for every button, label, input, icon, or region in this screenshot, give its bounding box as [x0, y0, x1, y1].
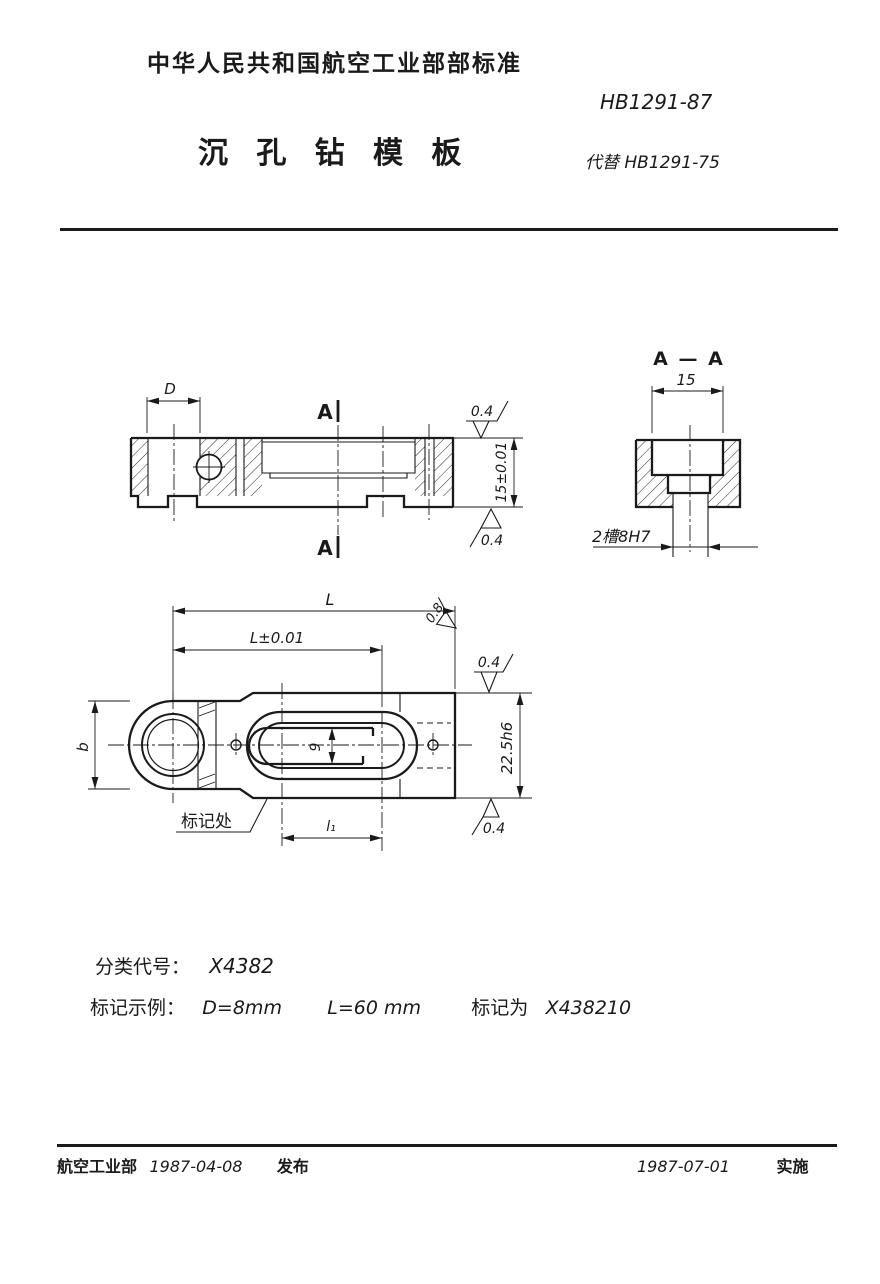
header-standard-title: 中华人民共和国航空工业部部标准 [147, 50, 522, 76]
dim-slot-width: 9 [308, 728, 336, 764]
roughness-end-value: 0.8 [423, 601, 447, 627]
footer-implement-date: 1987-07-01 [637, 1157, 730, 1176]
document-title: 沉 孔 钻 模 板 [198, 137, 472, 170]
roughness-mark-front-bottom: 0.4 [469, 507, 503, 549]
footer-issuer: 航空工业部 [57, 1159, 138, 1176]
section-marker-bottom: A [317, 536, 340, 560]
dim-D-label: D [164, 380, 176, 398]
dim-L-label: L [326, 590, 335, 609]
dim-aa-15: 15 [651, 371, 724, 433]
section-A-top-label: A [317, 400, 333, 424]
section-marker-top: A [317, 400, 340, 424]
footer-issue-action: 发布 [276, 1159, 309, 1176]
dim-b: b [74, 700, 130, 790]
dim-thickness-label: 15±0.01 [494, 442, 510, 503]
slot-inner-obround [258, 722, 405, 769]
slot-outer-obround [245, 710, 419, 781]
supersedes-note: 代替 HB1291-75 [585, 153, 720, 173]
dim-aa-15-label: 15 [676, 371, 695, 389]
roughness-plan-bottom-value: 0.4 [483, 821, 505, 837]
roughness-mark-front-top: 0.4 [466, 400, 509, 440]
section-A-bottom-label: A [317, 536, 333, 560]
dim-L-tol: L±0.01 [173, 629, 383, 707]
marking-example-label: 标记示例： [90, 998, 186, 1019]
dim-l1-label: l₁ [326, 819, 336, 835]
marking-example-mark-label: 标记为 [471, 998, 529, 1019]
classification-code-label: 分类代号： [95, 957, 191, 978]
roughness-mark-plan-top: 0.4 [455, 653, 532, 694]
section-aa-view: A — A 15 2槽8H7 [592, 348, 758, 557]
dim-b-label: b [74, 742, 92, 752]
dim-L: L [172, 590, 456, 700]
slot-note: 2槽8H7 [592, 527, 758, 551]
section-aa-title: A — A [653, 348, 725, 370]
roughness-plan-top-value: 0.4 [478, 655, 500, 671]
footer-implement-action: 实施 [776, 1159, 809, 1176]
roughness-front-top-value: 0.4 [471, 404, 493, 420]
dim-slot-width-label: 9 [308, 742, 324, 751]
footer-left: 航空工业部 1987-04-08 发布 [57, 1153, 309, 1177]
dim-thickness: 15±0.01 [494, 438, 518, 507]
dim-L-tol-label: L±0.01 [250, 629, 304, 647]
standard-code: HB1291-87 [600, 90, 713, 114]
roughness-front-bottom-value: 0.4 [481, 533, 503, 549]
slot-note-label: 2槽8H7 [592, 527, 651, 546]
mark-location-label: 标记处 [181, 812, 232, 831]
footer-divider [57, 1144, 837, 1147]
header-divider [60, 228, 838, 231]
dim-plate-width: 22.5h6 [455, 693, 532, 799]
classification-code-value: X4382 [209, 954, 274, 978]
dim-D: D [146, 380, 201, 433]
dim-l1: l₁ [282, 819, 382, 842]
plan-view: L L±0.01 0.8 0.4 [74, 590, 532, 851]
roughness-mark-end: 0.8 [423, 597, 458, 629]
marking-example-line: 标记示例： D=8mm L=60 mm 标记为 X438210 [90, 993, 631, 1020]
technical-drawing: D A A 0.4 15±0.01 [74, 348, 758, 851]
front-section-view: D A A 0.4 15±0.01 [129, 380, 523, 560]
marking-example-d: D=8mm [202, 997, 282, 1019]
roughness-mark-plan-bottom: 0.4 [471, 797, 505, 837]
footer-issue-date: 1987-04-08 [149, 1157, 243, 1176]
marking-example-mark-value: X438210 [545, 997, 632, 1019]
mark-location-note: 标记处 [176, 798, 268, 833]
classification-code-line: 分类代号： X4382 [95, 952, 274, 979]
footer-right: 1987-07-01 实施 [637, 1153, 808, 1177]
marking-example-l: L=60 mm [327, 997, 421, 1019]
dim-plate-width-label: 22.5h6 [498, 722, 516, 774]
